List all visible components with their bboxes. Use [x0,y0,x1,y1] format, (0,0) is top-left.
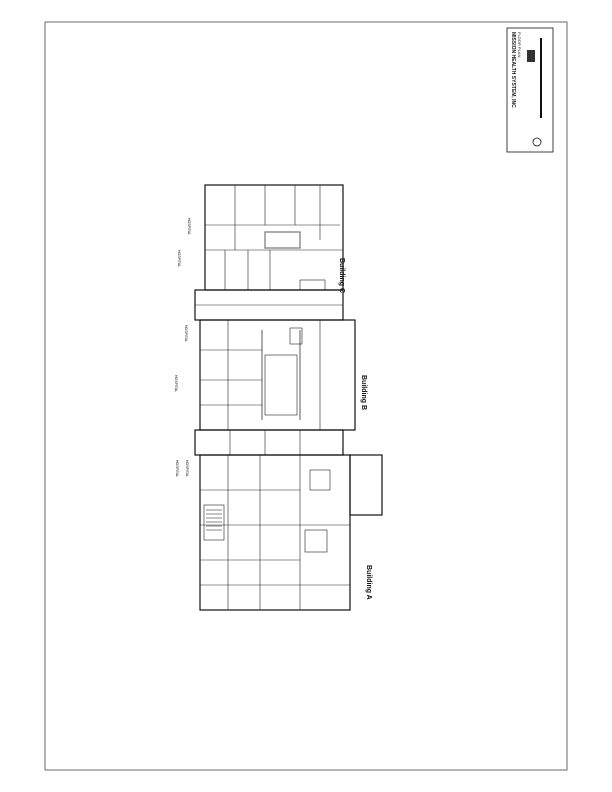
area-label: HOSPITAL [184,325,188,342]
area-label: HOSPITAL [185,460,189,477]
sheet-border [44,21,568,771]
area-label: HOSPITAL [175,460,179,477]
building-b: Building B HOSPITAL HOSPITAL [174,319,367,431]
company-name: MISSION HEALTH SYSTEM, INC [510,32,516,108]
area-label: HOSPITAL [177,250,181,267]
building-a-label: Building A [365,565,372,600]
building-a: Building A HOSPITAL HOSPITAL [175,454,383,611]
scale-bar [540,38,542,118]
title-block: MISSION HEALTH SYSTEM, INC FLOOR PLAN [506,27,554,153]
drawing-title: FLOOR PLAN [517,32,522,57]
building-b-label: Building B [360,375,367,410]
building-c-label: Building C [338,258,345,293]
area-label: HOSPITAL [187,218,191,235]
area-label: HOSPITAL [174,375,178,392]
north-arrow-icon [532,137,542,147]
building-c: Building C HOSPITAL HOSPITAL [177,184,345,293]
